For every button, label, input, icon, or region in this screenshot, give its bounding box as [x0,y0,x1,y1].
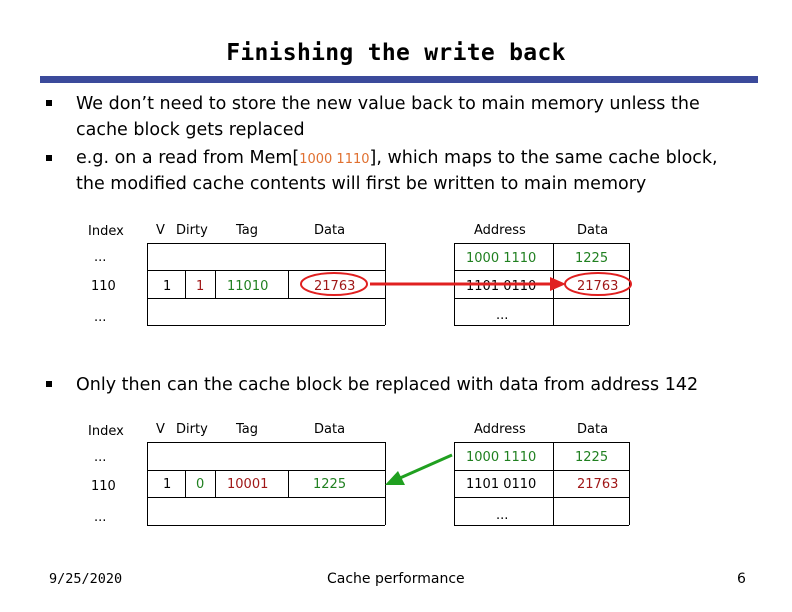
valid-header: V [156,223,165,238]
cache-data: 21763 [314,279,356,294]
table-border [147,442,385,443]
ellipsis: ... [94,310,107,325]
bullet-marker [46,381,52,387]
ellipsis: ... [496,508,509,523]
bullet-3: Only then can the cache block be replace… [76,375,699,395]
bullet-2-address: 1000 1110 [299,152,370,167]
page-number: 6 [737,571,746,587]
table-border [454,270,629,271]
table-border [454,325,629,326]
table-border [454,442,629,443]
footer-date: 9/25/2020 [49,571,123,587]
table-border [288,470,289,497]
tag-header: Tag [236,422,259,437]
table-border [147,525,385,526]
address-header: Address [474,422,526,437]
bullet-2-line-2: the modified cache contents will first b… [76,174,647,194]
cache-index: 110 [91,279,116,294]
cache-data: 1225 [313,477,347,492]
table-border [288,270,289,298]
bullet-1-line-1: We don’t need to store the new value bac… [76,94,700,114]
bullet-2-prefix: e.g. on a read from Mem[ [76,148,300,168]
table-border [454,243,629,244]
address-header: Address [474,223,526,238]
valid-bit: 1 [163,477,172,492]
table-border [147,243,385,244]
memory-value: 1225 [575,450,609,465]
cache-tag: 10001 [227,477,269,492]
dirty-bit: 0 [196,477,205,492]
bullet-1-line-2: cache block gets replaced [76,120,305,140]
table-border [454,442,455,525]
valid-header: V [156,422,165,437]
bullet-marker [46,155,52,161]
fill-arrow [399,453,453,480]
title-rule [40,76,758,83]
slide-title: Finishing the write back [226,40,566,66]
memory-value: 21763 [577,279,619,294]
data-header: Data [314,422,346,437]
memory-data-header: Data [577,223,609,238]
table-border [454,298,629,299]
table-border [147,270,385,271]
footer-topic: Cache performance [327,571,465,587]
table-border [185,470,186,497]
dirty-header: Dirty [176,223,208,238]
dirty-bit: 1 [196,279,205,294]
table-border [185,270,186,298]
memory-address: 1000 1110 [466,450,537,465]
ellipsis: ... [94,510,107,525]
bullet-2-line-1: e.g. on a read from Mem[1000 1110], whic… [76,145,718,173]
bullet-2-suffix: ], which maps to the same cache block, [369,148,718,168]
bullet-marker [46,100,52,106]
tag-header: Tag [236,223,259,238]
arrowhead [550,277,566,291]
memory-address: 1000 1110 [466,251,537,266]
ellipsis: ... [94,250,107,265]
table-border [147,243,148,325]
dirty-header: Dirty [176,422,208,437]
table-border [215,270,216,298]
arrowhead [385,471,405,485]
cache-index: 110 [91,479,116,494]
table-border [147,497,385,498]
table-border [629,442,630,525]
ellipsis: ... [94,450,107,465]
table-border [215,470,216,497]
table-border [147,298,385,299]
table-border [553,442,554,525]
memory-value: 1225 [575,251,609,266]
table-border [454,470,629,471]
valid-bit: 1 [163,279,172,294]
highlight-ellipse [300,272,368,296]
cache-tag: 11010 [227,279,269,294]
index-header: Index [88,224,124,239]
table-border [629,243,630,325]
table-border [147,442,148,525]
data-header: Data [314,223,346,238]
table-border [147,470,385,471]
ellipsis: ... [496,308,509,323]
table-border [385,442,386,525]
table-border [147,325,385,326]
memory-data-header: Data [577,422,609,437]
memory-value: 21763 [577,477,619,492]
index-header: Index [88,424,124,439]
table-border [454,525,629,526]
memory-address: 1101 0110 [466,477,537,492]
table-border [454,497,629,498]
